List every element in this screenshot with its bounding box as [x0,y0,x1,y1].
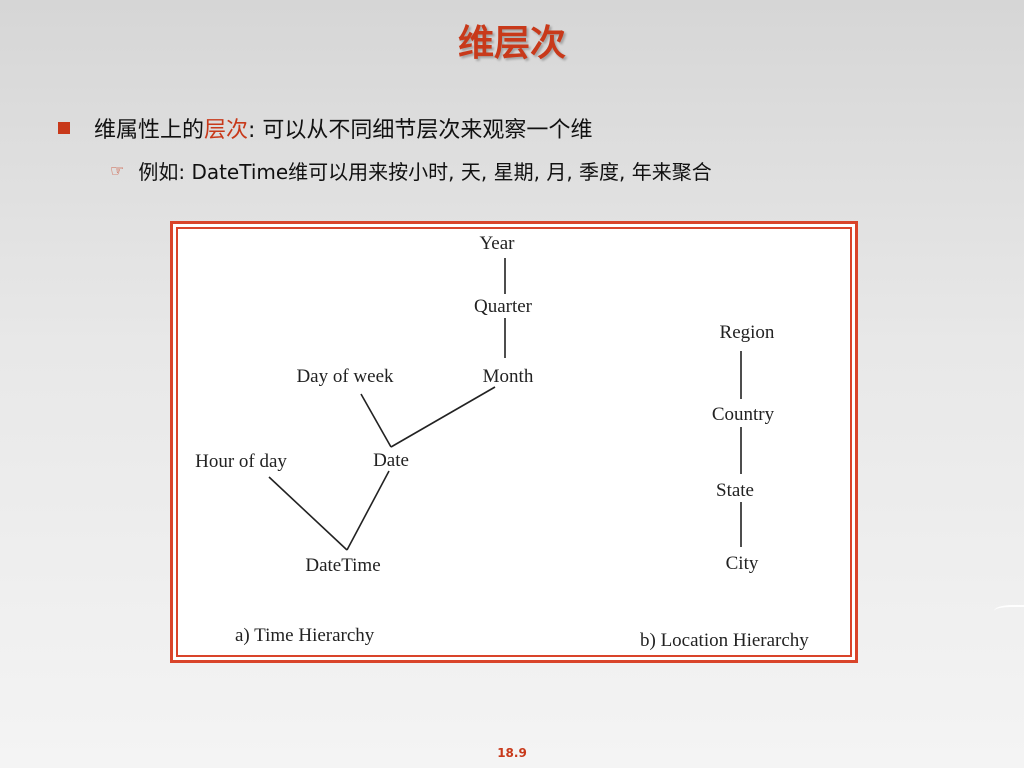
edge-dayofweek-date [360,393,392,448]
bullet-hierarchy-definition: 维属性上的层次: 可以从不同细节层次来观察一个维 [58,112,592,144]
slide-number: 18.9 [497,746,527,760]
edge-date-datetime [346,470,390,551]
node-country: Country [712,404,775,425]
bullet1-prefix: 维属性上的 [94,118,205,143]
node-state: State [716,480,754,501]
node-year: Year [479,233,515,254]
node-month: Month [483,366,534,387]
node-hour-of-day: Hour of day [195,451,287,472]
slide-title: 维层次 [457,22,566,64]
bullet-datetime-example: ☞ 例如: DateTime维可以用来按小时, 天, 星期, 月, 季度, 年来… [110,156,712,185]
node-day-of-week: Day of week [296,366,394,387]
decorative-swoosh [994,605,1024,615]
caption-time-hierarchy: a) Time Hierarchy [235,625,375,646]
bullet2-text: 例如: DateTime维可以用来按小时, 天, 星期, 月, 季度, 年来聚合 [138,160,712,184]
node-date: Date [373,450,409,471]
bullet1-highlight: 层次 [204,118,249,143]
edge-hourofday-datetime [268,476,348,551]
caption-location-hierarchy: b) Location Hierarchy [640,630,809,651]
node-city: City [726,553,759,574]
diagram-frame: Year Quarter Month Day of week Date Hour… [170,221,858,663]
hierarchy-diagram: Year Quarter Month Day of week Date Hour… [195,233,809,651]
pointing-hand-bullet-icon: ☞ [110,161,125,180]
node-datetime: DateTime [305,555,380,576]
node-quarter: Quarter [474,296,533,317]
bullet1-suffix: : 可以从不同细节层次来观察一个维 [248,118,593,143]
edge-month-date [390,386,496,448]
node-region: Region [720,322,775,343]
square-bullet-icon [58,122,70,134]
